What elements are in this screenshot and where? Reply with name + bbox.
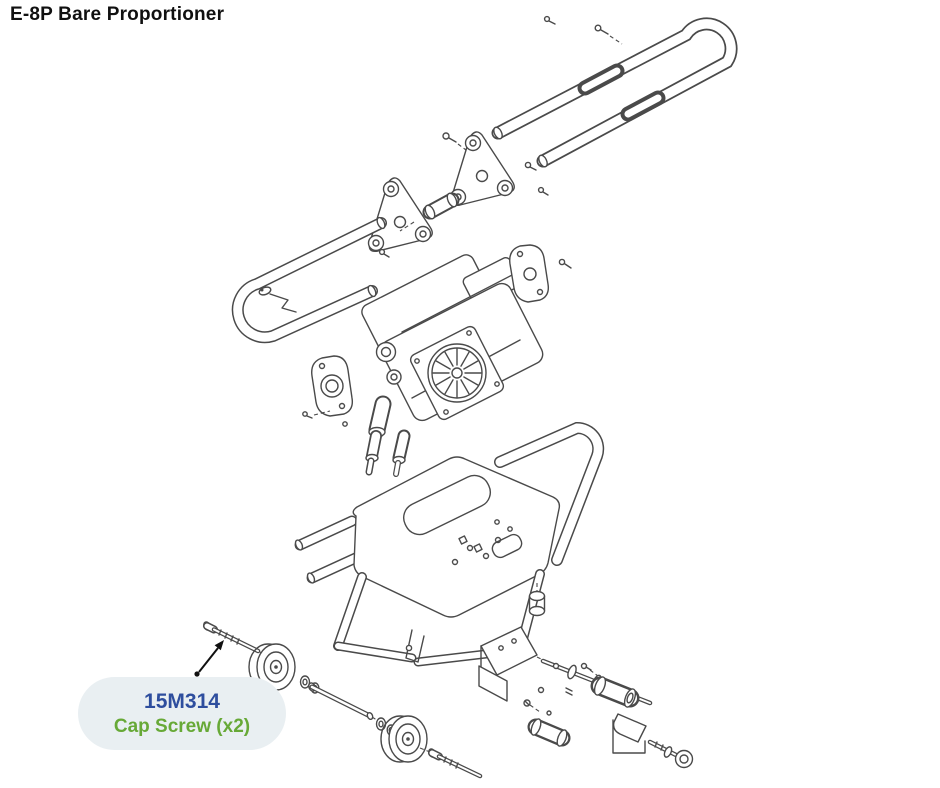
- part-number: 15M314: [144, 689, 220, 713]
- mounting-brackets: [367, 131, 549, 258]
- part-callout: 15M314 Cap Screw (x2): [78, 677, 286, 750]
- callout-arrow-icon: [194, 640, 224, 677]
- part-name: Cap Screw (x2): [113, 715, 251, 737]
- lower-handlebar: [231, 216, 387, 344]
- hardware-parts: [478, 626, 694, 769]
- wheels-and-axles: [203, 621, 483, 779]
- pump-motor-assembly: [302, 244, 572, 477]
- cart-frame: [294, 421, 605, 667]
- upper-handlebar: [491, 15, 738, 168]
- page-title: E-8P Bare Proportioner: [10, 4, 225, 25]
- cooling-fan: [409, 325, 505, 421]
